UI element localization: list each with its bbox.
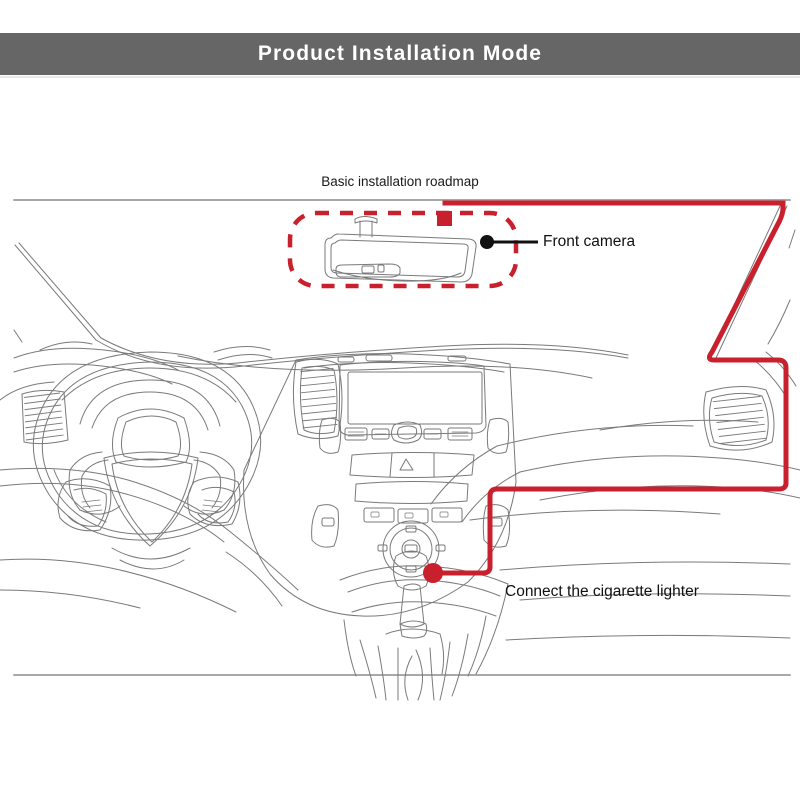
- instrument-cluster-hood: [0, 347, 179, 401]
- rearview-mirror: [324, 216, 477, 283]
- header-bar: Product Installation Mode: [0, 33, 800, 75]
- passenger-door-trim: [753, 299, 797, 401]
- center-air-vent: [292, 358, 343, 440]
- left-a-pillar: [13, 242, 102, 343]
- right-air-vent: [703, 386, 775, 451]
- wire-path: [434, 200, 789, 576]
- header-divider: [0, 76, 800, 78]
- cigarette-lighter-callout: [423, 563, 443, 583]
- cigarette-lighter-label: Connect the cigarette lighter: [505, 583, 699, 600]
- passenger-lower-panel: [499, 561, 791, 641]
- front-camera-dot: [480, 235, 494, 249]
- driver-lower-panel: [0, 551, 283, 613]
- wire-route: [434, 200, 789, 576]
- camera-highlight-box: [287, 210, 519, 289]
- steering-wheel: [32, 341, 273, 570]
- front-camera-label: Front camera: [543, 233, 636, 250]
- center-console: [243, 353, 517, 617]
- front-camera-callout: [480, 235, 538, 249]
- cigarette-lighter-dot: [423, 563, 443, 583]
- diagram-subtitle: Basic installation roadmap: [321, 174, 479, 189]
- page-title: Product Installation Mode: [257, 42, 543, 65]
- wire-tap-connector: [437, 211, 452, 226]
